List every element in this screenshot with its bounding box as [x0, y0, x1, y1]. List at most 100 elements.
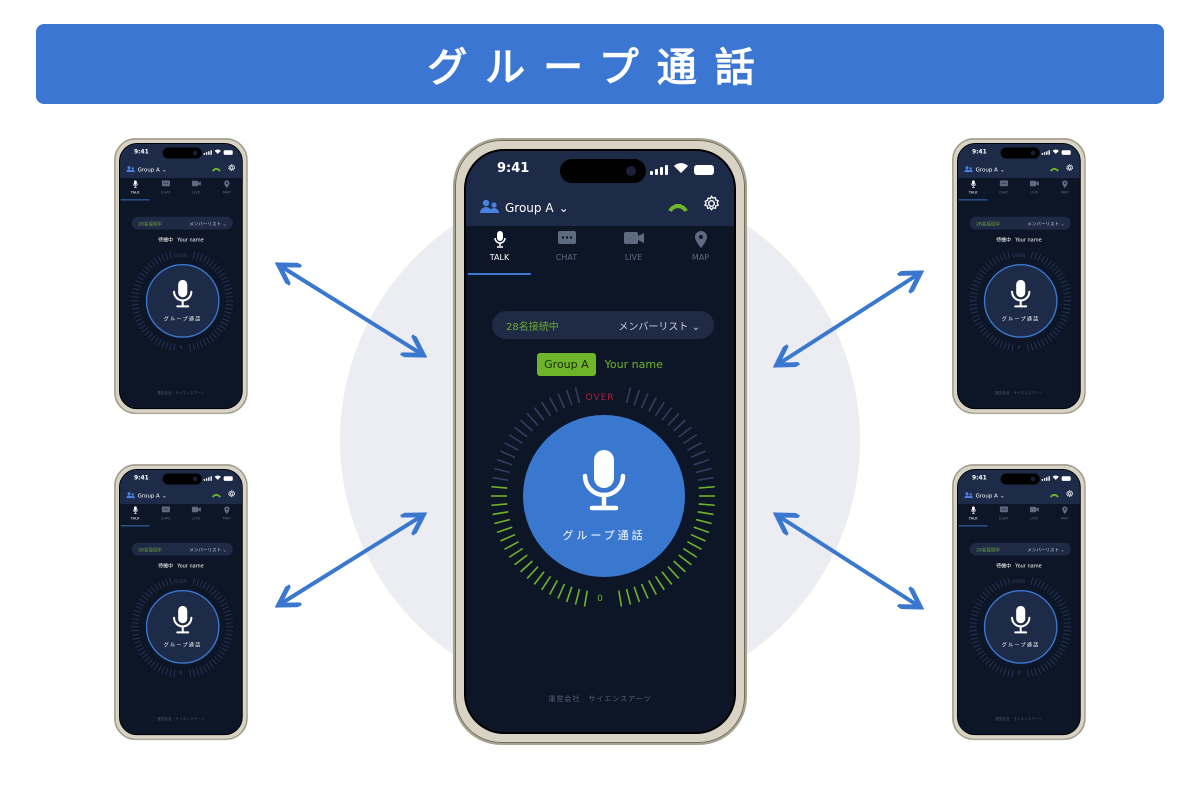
- level-tick: [1049, 332, 1056, 339]
- tab-label: CHAT: [160, 516, 171, 521]
- gear-icon[interactable]: [1066, 164, 1074, 174]
- level-tick: [1030, 577, 1034, 585]
- level-tick: [222, 318, 230, 322]
- level-tick: [1003, 668, 1007, 676]
- tab-map[interactable]: MAP: [1049, 505, 1079, 525]
- level-tick: [135, 318, 143, 322]
- level-tick: [970, 614, 978, 617]
- tab-map[interactable]: MAP: [211, 505, 241, 525]
- group-call-button[interactable]: グループ通話: [523, 415, 685, 577]
- level-tick: [977, 598, 984, 604]
- level-tick: [999, 254, 1004, 262]
- level-tick: [504, 540, 519, 551]
- tab-live[interactable]: LIVE: [600, 229, 667, 273]
- tab-map[interactable]: MAP: [1049, 179, 1079, 199]
- group-selector[interactable]: Group A⌄: [480, 199, 569, 217]
- level-tick: [988, 335, 994, 342]
- chevron-down-icon: ⌄: [222, 547, 227, 553]
- level-tick: [1007, 577, 1010, 585]
- chat-icon: [161, 180, 170, 188]
- level-tick: [982, 656, 989, 662]
- group-selector[interactable]: Group A⌄: [964, 492, 1005, 500]
- level-tick: [1043, 337, 1049, 344]
- group-call-button[interactable]: グループ通話: [145, 264, 220, 338]
- state-label: 待機中: [158, 236, 174, 243]
- level-tick: [147, 658, 153, 665]
- level-tick: [1062, 614, 1070, 617]
- level-tick: [218, 272, 226, 278]
- level-tick: [137, 276, 145, 281]
- gear-icon[interactable]: [228, 164, 236, 174]
- level-tick: [150, 661, 156, 668]
- level-tick: [147, 589, 153, 596]
- tab-chat[interactable]: CHAT: [988, 505, 1018, 525]
- level-tick: [995, 255, 1000, 263]
- level-tick: [196, 252, 200, 260]
- level-tick: [1030, 251, 1034, 259]
- level-tick: [202, 339, 207, 346]
- member-list-dropdown[interactable]: 28名接続中メンバーリスト ⌄: [131, 542, 233, 556]
- wifi-icon: [1052, 475, 1059, 481]
- member-list-dropdown[interactable]: 28名接続中メンバーリスト ⌄: [969, 216, 1071, 230]
- video-icon: [1029, 180, 1039, 188]
- gear-icon[interactable]: [703, 195, 720, 216]
- level-tick: [225, 630, 234, 632]
- member-list-dropdown[interactable]: 28名接続中メンバーリスト ⌄: [492, 311, 714, 339]
- level-tick: [533, 571, 545, 585]
- tab-talk[interactable]: TALK: [958, 179, 988, 201]
- signal-icon: [203, 476, 212, 481]
- tab-map[interactable]: MAP: [667, 229, 734, 273]
- level-tick: [165, 578, 169, 586]
- level-tick: [211, 658, 218, 665]
- gear-icon[interactable]: [1066, 490, 1074, 500]
- level-tick: [693, 526, 710, 534]
- tab-talk[interactable]: TALK: [958, 505, 988, 527]
- member-list-dropdown[interactable]: 28名接続中メンバーリスト ⌄: [131, 216, 233, 230]
- zero-label: 0: [597, 594, 603, 604]
- chat-icon: [557, 231, 576, 249]
- tab-talk[interactable]: TALK: [120, 505, 150, 527]
- group-selector[interactable]: Group A⌄: [126, 492, 167, 500]
- group-name: Group A: [975, 166, 998, 174]
- level-tick: [565, 389, 573, 406]
- tab-chat[interactable]: CHAT: [150, 505, 180, 525]
- chevron-down-icon: ⌄: [1000, 166, 1005, 174]
- level-tick: [970, 288, 978, 291]
- gear-icon[interactable]: [228, 490, 236, 500]
- tab-live[interactable]: LIVE: [1019, 505, 1049, 525]
- tab-map[interactable]: MAP: [211, 179, 241, 199]
- level-tick: [969, 633, 978, 636]
- group-call-button[interactable]: グループ通話: [983, 264, 1058, 338]
- tab-label: CHAT: [160, 190, 171, 195]
- level-tick: [1052, 330, 1058, 336]
- tab-chat[interactable]: CHAT: [150, 179, 180, 199]
- user-name: Your name: [604, 358, 663, 371]
- tab-live[interactable]: LIVE: [181, 505, 211, 525]
- level-tick: [541, 401, 552, 417]
- level-tick: [697, 511, 714, 516]
- tab-live[interactable]: LIVE: [181, 179, 211, 199]
- level-tick: [1060, 280, 1068, 284]
- tab-talk[interactable]: TALK: [466, 229, 533, 275]
- member-list-dropdown[interactable]: 28名接続中メンバーリスト ⌄: [969, 542, 1071, 556]
- tab-chat[interactable]: CHAT: [533, 229, 600, 273]
- member-list-label: メンバーリスト: [618, 321, 689, 333]
- group-call-button[interactable]: グループ通話: [145, 590, 220, 664]
- level-tick: [678, 426, 692, 438]
- level-tick: [548, 580, 559, 595]
- tab-live[interactable]: LIVE: [1019, 179, 1049, 199]
- group-selector[interactable]: Group A⌄: [126, 166, 167, 174]
- level-tick: [154, 663, 159, 670]
- level-tick: [216, 269, 223, 275]
- group-selector[interactable]: Group A⌄: [964, 166, 1005, 174]
- tab-chat[interactable]: CHAT: [988, 179, 1018, 199]
- level-tick: [1056, 272, 1064, 278]
- tab-talk[interactable]: TALK: [120, 179, 150, 201]
- level-tick: [999, 340, 1004, 348]
- level-tick: [144, 266, 151, 272]
- group-call-button[interactable]: グループ通話: [983, 590, 1058, 664]
- level-tick: [223, 314, 231, 318]
- title-banner: グループ通話: [36, 24, 1164, 104]
- level-tick: [139, 650, 146, 656]
- level-tick: [1034, 252, 1038, 260]
